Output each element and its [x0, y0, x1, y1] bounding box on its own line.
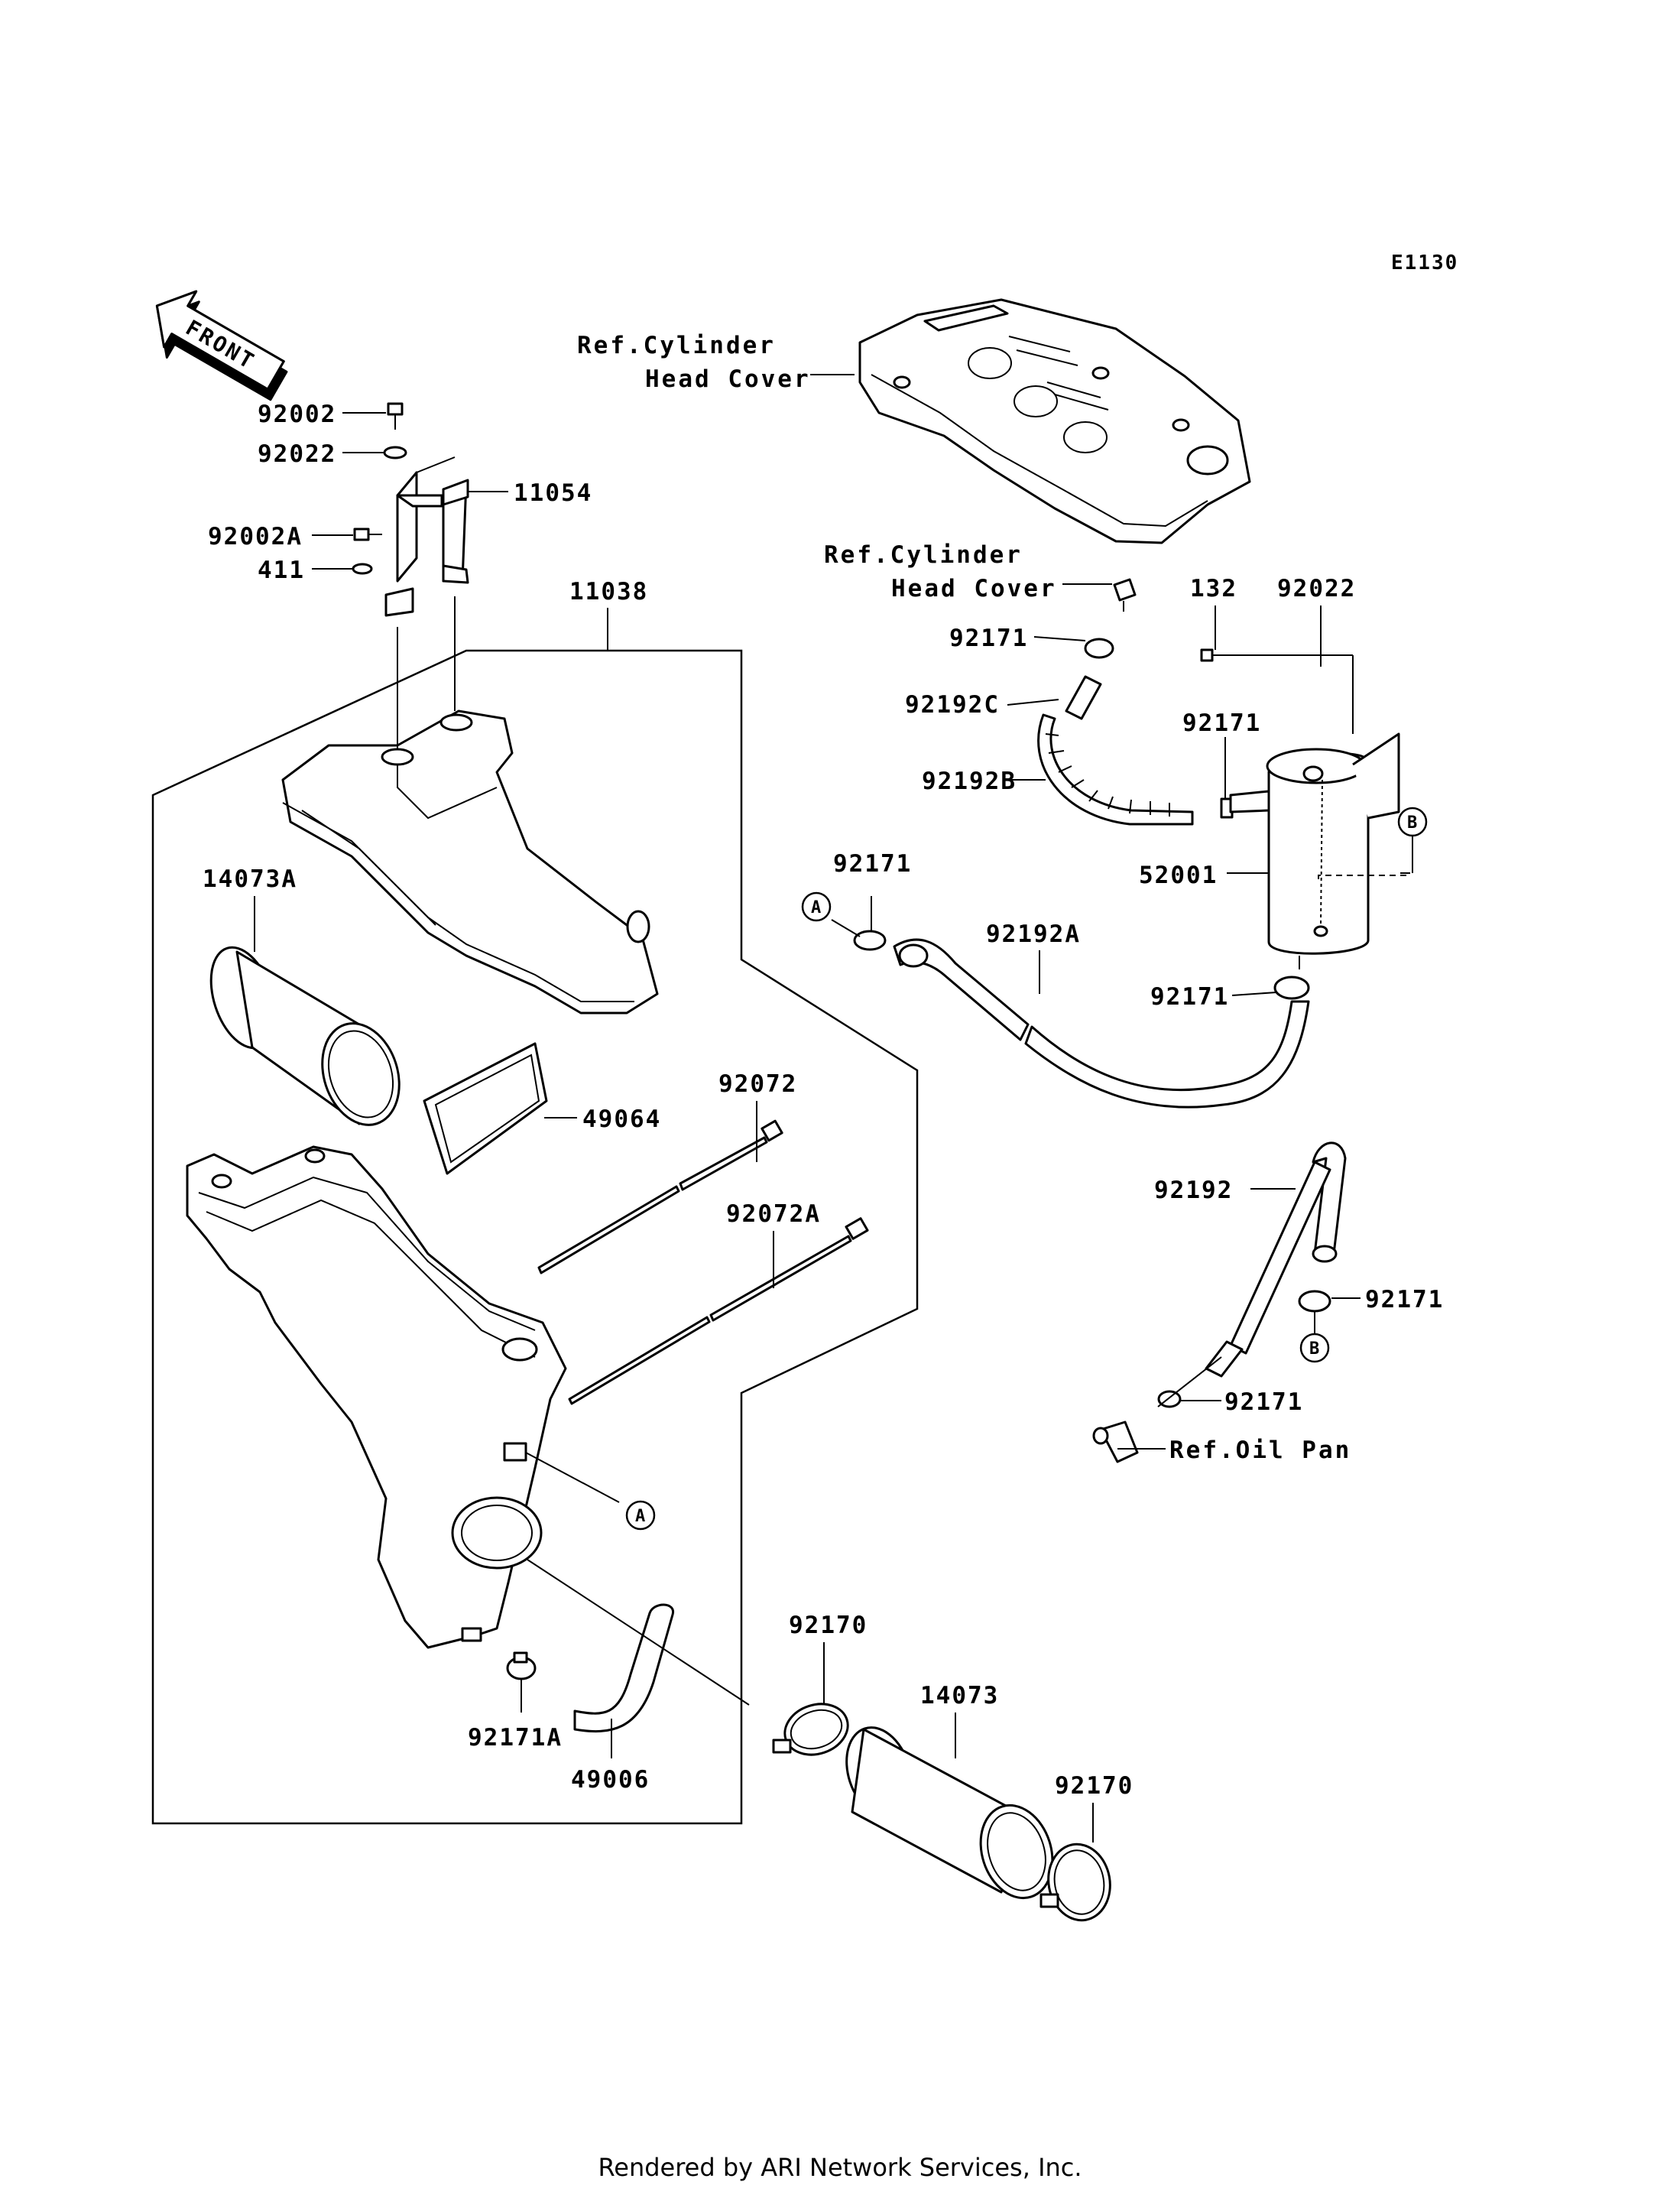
label-92072A: 92072A — [726, 1200, 821, 1228]
duct-14073 — [845, 1726, 1054, 1900]
label-92171-a: 92171 — [949, 625, 1028, 652]
strap-92072A — [568, 1217, 869, 1405]
label-92171-b: 92171 — [1182, 709, 1261, 737]
label-92171-e: 92171 — [1365, 1286, 1444, 1313]
label-14073: 14073 — [920, 1682, 999, 1709]
air-box-case — [186, 1145, 567, 1649]
label-92002A: 92002A — [208, 523, 303, 550]
hose-92192 — [1205, 1141, 1347, 1378]
diagram-code: E1130 — [1391, 252, 1458, 274]
label-92171-f: 92171 — [1224, 1388, 1303, 1416]
label-92192C: 92192C — [905, 691, 1000, 719]
ref-oil-pan: Ref.Oil Pan — [1169, 1437, 1351, 1464]
ref-cylinder-head-cover-1-line2: Head Cover — [645, 365, 811, 393]
ref-cylinder-head-cover-2-line2: Head Cover — [891, 575, 1057, 602]
oil-pan-fitting — [1092, 1420, 1166, 1463]
hose-92192B — [1037, 713, 1194, 826]
washer-411 — [352, 563, 373, 575]
label-92022-left: 92022 — [258, 440, 336, 468]
label-92192A: 92192A — [986, 920, 1081, 948]
label-92171-c: 92171 — [1150, 983, 1229, 1011]
label-11054: 11054 — [514, 479, 592, 507]
bolt-132 — [1200, 648, 1254, 662]
ref-cylinder-head-cover-1-line1: Ref.Cylinder — [577, 332, 776, 359]
label-132: 132 — [1190, 575, 1237, 602]
marker-a-left: A — [801, 891, 832, 922]
clamp-92171-b — [1298, 1290, 1331, 1313]
marker-b-hose: B — [1299, 1333, 1330, 1363]
label-92192: 92192 — [1154, 1177, 1233, 1204]
label-92170-bottom: 92170 — [1055, 1772, 1134, 1800]
air-filter-14073A — [209, 946, 401, 1126]
screw-92002A — [353, 528, 382, 541]
catch-tank-52001 — [1229, 732, 1406, 969]
svg-text:B: B — [1407, 813, 1417, 833]
breather-fitting — [1113, 578, 1137, 612]
air-box-cover — [281, 709, 659, 1015]
clamp-92171-a — [853, 930, 887, 951]
bracket-11054 — [384, 456, 469, 617]
screw-92002 — [387, 402, 404, 430]
clamp-92170-top — [772, 1703, 849, 1756]
clamp-92171-upper — [1084, 638, 1114, 659]
label-411: 411 — [258, 557, 305, 584]
front-arrow-icon: FRONT — [155, 290, 288, 401]
label-92002: 92002 — [258, 401, 336, 428]
clamp-92171A — [506, 1651, 537, 1680]
assembly-11038-outline — [151, 649, 919, 1825]
label-11038: 11038 — [569, 578, 648, 606]
clamp-92170-bottom — [1039, 1842, 1111, 1922]
label-92171A: 92171A — [468, 1724, 563, 1752]
label-49064: 49064 — [582, 1105, 661, 1133]
label-92192B: 92192B — [922, 768, 1017, 795]
marker-a-bottom: A — [625, 1500, 656, 1531]
svg-text:B: B — [1309, 1339, 1319, 1359]
label-92072: 92072 — [718, 1070, 797, 1098]
hose-92192A — [893, 938, 1310, 1109]
cylinder-head-cover — [858, 298, 1251, 544]
footer-credit: Rendered by ARI Network Services, Inc. — [598, 2153, 1082, 2182]
clamp-92171-tank — [1273, 976, 1310, 1000]
label-49006: 49006 — [571, 1766, 650, 1794]
gasket-49064 — [423, 1042, 548, 1175]
svg-text:A: A — [635, 1507, 645, 1526]
ref-cylinder-head-cover-2-line1: Ref.Cylinder — [824, 541, 1023, 569]
strap-92072 — [537, 1119, 783, 1274]
marker-b-tank: B — [1397, 807, 1428, 837]
label-14073A: 14073A — [203, 865, 297, 893]
svg-text:A: A — [811, 898, 821, 917]
washer-92022 — [383, 446, 407, 459]
hose-92192C — [1065, 675, 1102, 720]
label-92170-top: 92170 — [789, 1612, 868, 1639]
label-52001: 52001 — [1139, 862, 1218, 889]
label-92022-right: 92022 — [1277, 575, 1356, 602]
label-92171-d: 92171 — [833, 850, 912, 878]
